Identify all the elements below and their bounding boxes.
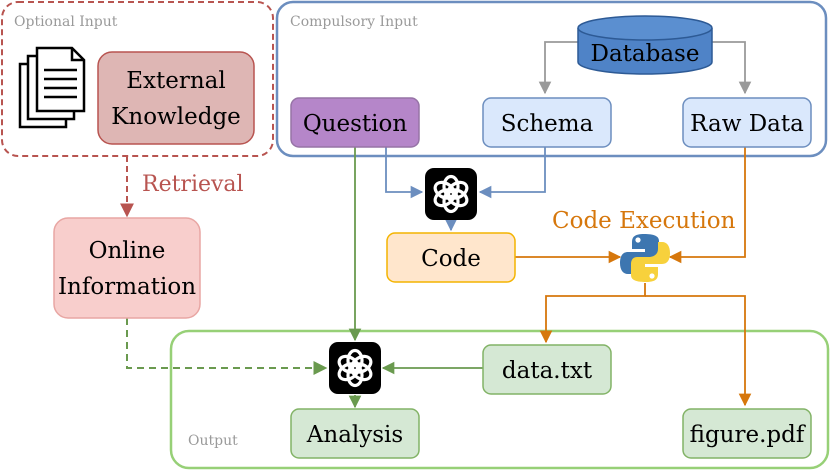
edge-database-rawdata bbox=[712, 41, 752, 95]
schema-node: Schema bbox=[482, 97, 612, 148]
figure-pdf-label: figure.pdf bbox=[690, 422, 806, 448]
raw-data-node: Raw Data bbox=[682, 97, 812, 148]
data-txt-label: data.txt bbox=[502, 358, 593, 384]
edge-online-llm-output bbox=[126, 318, 328, 375]
schema-label: Schema bbox=[501, 111, 594, 137]
external-knowledge-line2: Knowledge bbox=[111, 104, 241, 130]
optional-input-label: Optional Input bbox=[14, 14, 118, 30]
openai-icon bbox=[425, 168, 477, 220]
online-information-line2: Information bbox=[58, 274, 196, 300]
data-txt-node: data.txt bbox=[482, 344, 612, 395]
edge-rawdata-python bbox=[668, 147, 746, 264]
raw-data-label: Raw Data bbox=[690, 111, 804, 137]
edge-database-schema bbox=[538, 41, 578, 95]
edge-schema-llm bbox=[478, 147, 546, 199]
output-label: Output bbox=[188, 433, 238, 449]
analysis-node: Analysis bbox=[290, 408, 420, 459]
code-execution-label: Code Execution bbox=[552, 208, 736, 234]
database-label: Database bbox=[591, 41, 700, 67]
documents-icon bbox=[18, 46, 86, 129]
external-knowledge-node: External Knowledge bbox=[97, 51, 255, 145]
python-icon bbox=[620, 234, 670, 282]
online-information-node: Online Information bbox=[53, 217, 201, 319]
question-node: Question bbox=[290, 97, 420, 148]
compulsory-input-label: Compulsory Input bbox=[290, 14, 418, 30]
code-node: Code bbox=[386, 232, 516, 283]
edge-python-figure bbox=[645, 295, 752, 407]
database-node: Database bbox=[577, 15, 713, 75]
code-label: Code bbox=[421, 246, 481, 272]
edge-python-datatxt bbox=[539, 283, 646, 344]
output-group bbox=[169, 329, 830, 470]
external-knowledge-line1: External bbox=[126, 68, 226, 94]
online-information-line1: Online bbox=[89, 238, 166, 264]
figure-pdf-node: figure.pdf bbox=[682, 408, 812, 459]
question-label: Question bbox=[303, 111, 408, 137]
retrieval-label: Retrieval bbox=[142, 172, 244, 197]
analysis-label: Analysis bbox=[306, 422, 403, 448]
compulsory-input-group bbox=[275, 0, 828, 158]
openai-icon bbox=[329, 342, 381, 394]
edge-question-llm bbox=[385, 147, 424, 199]
optional-input-group bbox=[1, 1, 274, 157]
